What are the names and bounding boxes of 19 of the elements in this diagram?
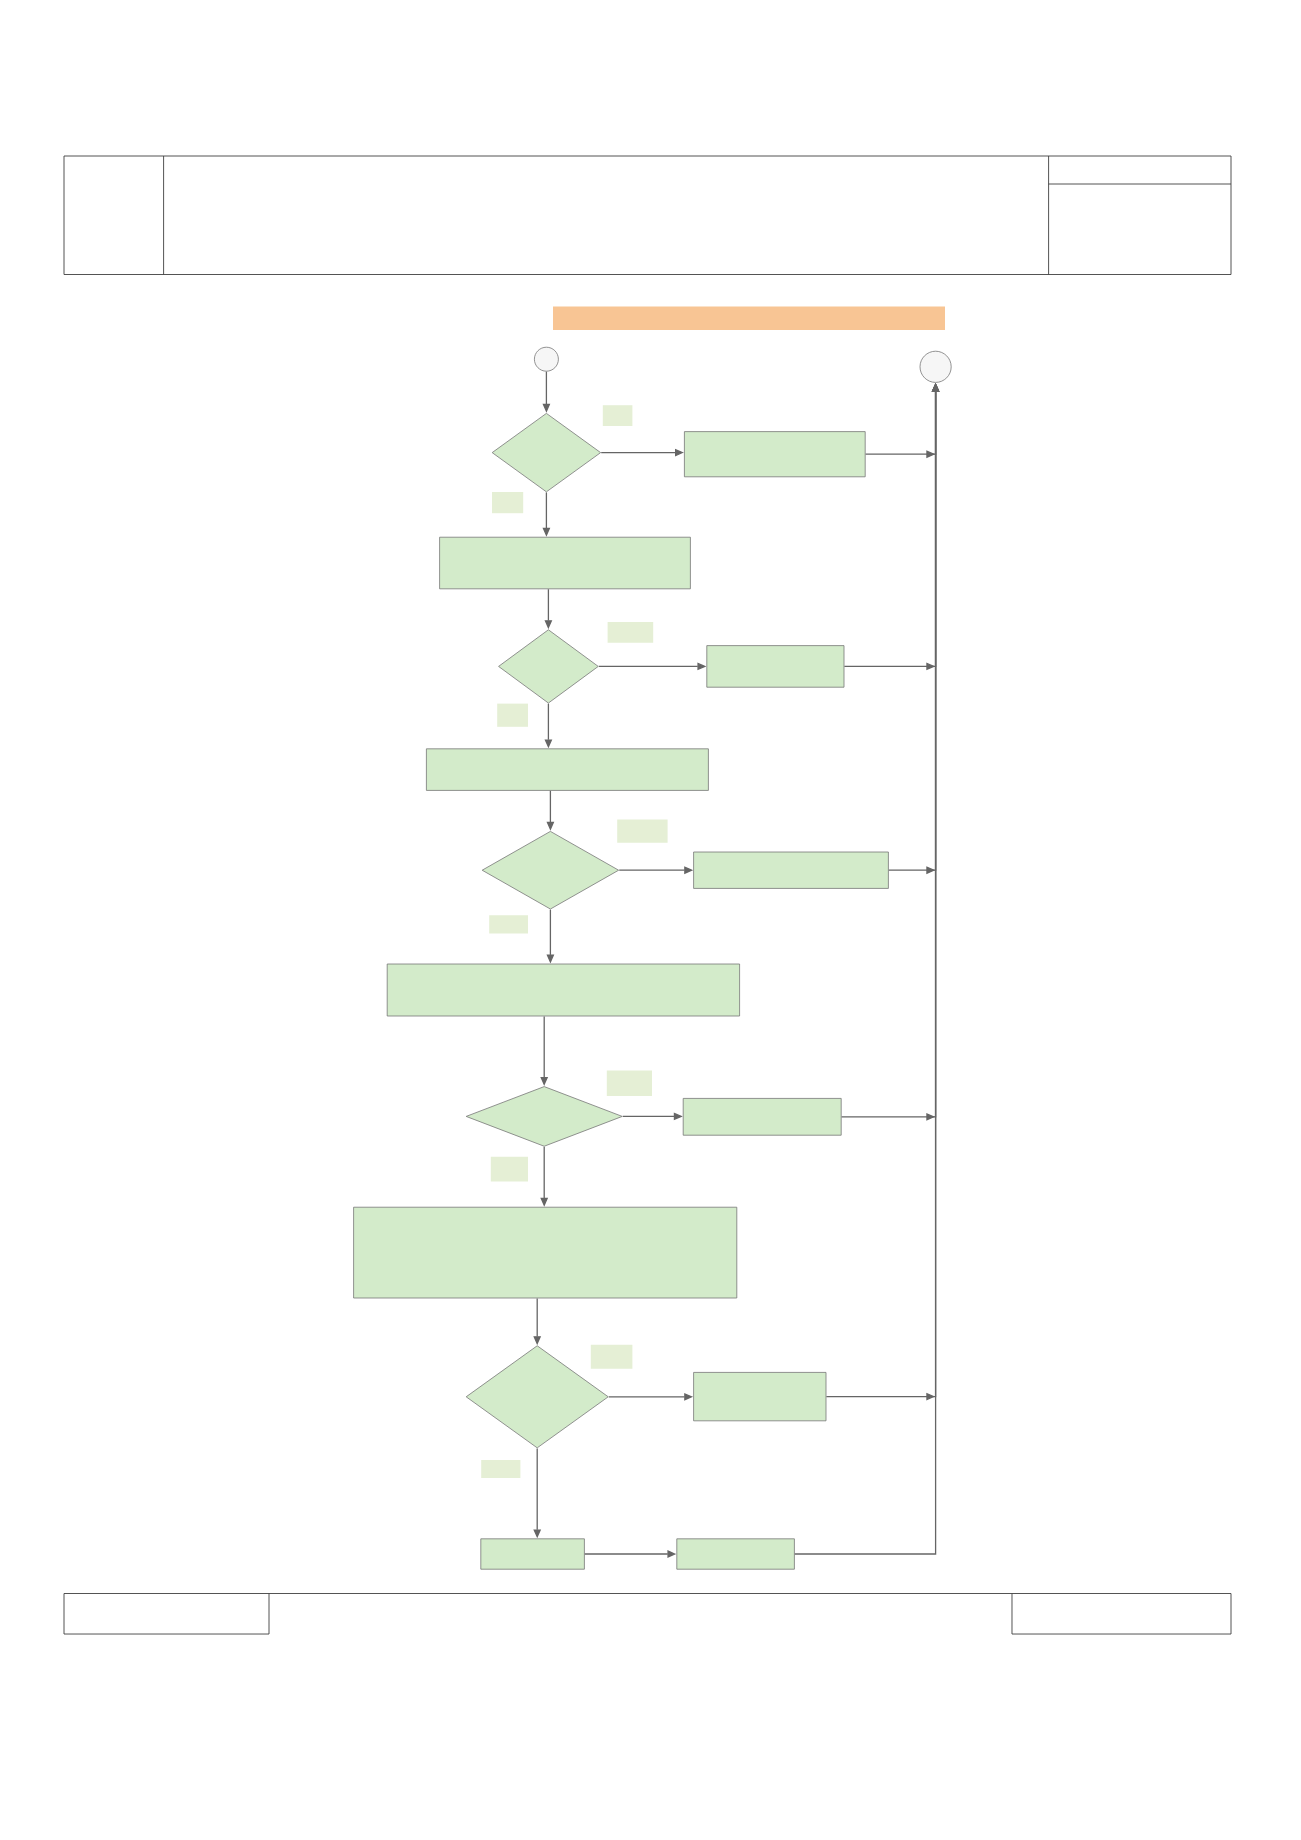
- process-box: [682, 1098, 842, 1136]
- process-box: [426, 748, 709, 791]
- terminal-circle: [534, 346, 559, 372]
- process-box: [693, 1372, 827, 1422]
- decision-diamond: [465, 1345, 609, 1449]
- process-box: [676, 1538, 795, 1570]
- process-box: [353, 1206, 738, 1299]
- process-box: [693, 851, 889, 889]
- title-bar: [553, 306, 945, 330]
- process-box: [439, 536, 691, 590]
- process-box: [386, 963, 740, 1017]
- decision-diamond: [491, 413, 602, 493]
- process-box: [480, 1538, 585, 1570]
- terminal-circle: [919, 350, 952, 383]
- decision-diamond: [498, 629, 599, 704]
- process-box: [684, 431, 866, 478]
- decision-diamond: [481, 831, 620, 910]
- decision-diamond: [465, 1086, 623, 1147]
- process-box: [706, 645, 845, 688]
